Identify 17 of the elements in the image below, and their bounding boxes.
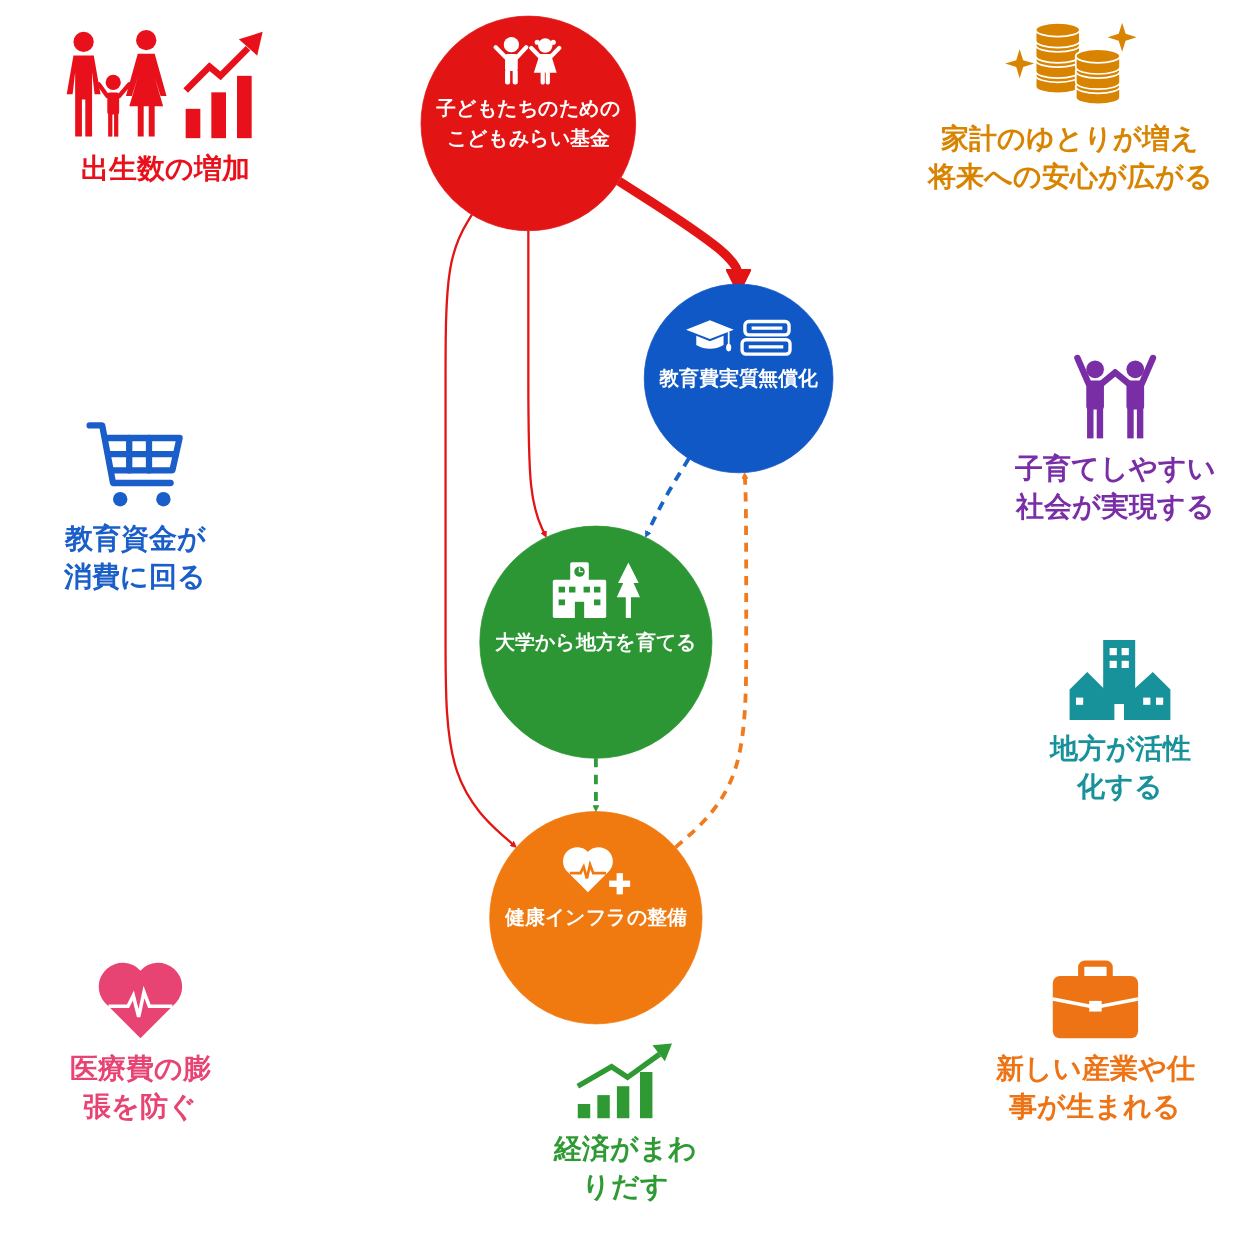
node-circle: 大学から地方を育てる	[479, 525, 713, 759]
node-circle: 子どもたちのための こどもみらい基金	[420, 15, 637, 232]
effect-caption: 子育てしやすい社会が実現する	[1014, 451, 1216, 525]
effect-caption: 医療費の膨張を防ぐ	[68, 1051, 212, 1125]
effect-caption: 地方が活性化する	[1048, 731, 1192, 805]
arrow	[592, 758, 600, 812]
arrow	[674, 472, 749, 849]
effect-caption: 新しい産業や仕事が生まれる	[994, 1051, 1196, 1125]
effect-caption: 出生数の増加	[80, 151, 250, 187]
arrow	[444, 214, 517, 848]
arrow	[527, 230, 547, 538]
effect-caption: 教育資金が消費に回る	[63, 521, 207, 595]
arrow	[645, 457, 691, 538]
effect-caption: 家計のゆとりが増え将来への安心が広がる	[927, 121, 1213, 195]
effect-caption: 経済がまわりだす	[552, 1131, 698, 1205]
node-circle: 教育費実質無償化	[643, 283, 834, 474]
node-circle: 健康インフラの整備	[489, 811, 703, 1025]
